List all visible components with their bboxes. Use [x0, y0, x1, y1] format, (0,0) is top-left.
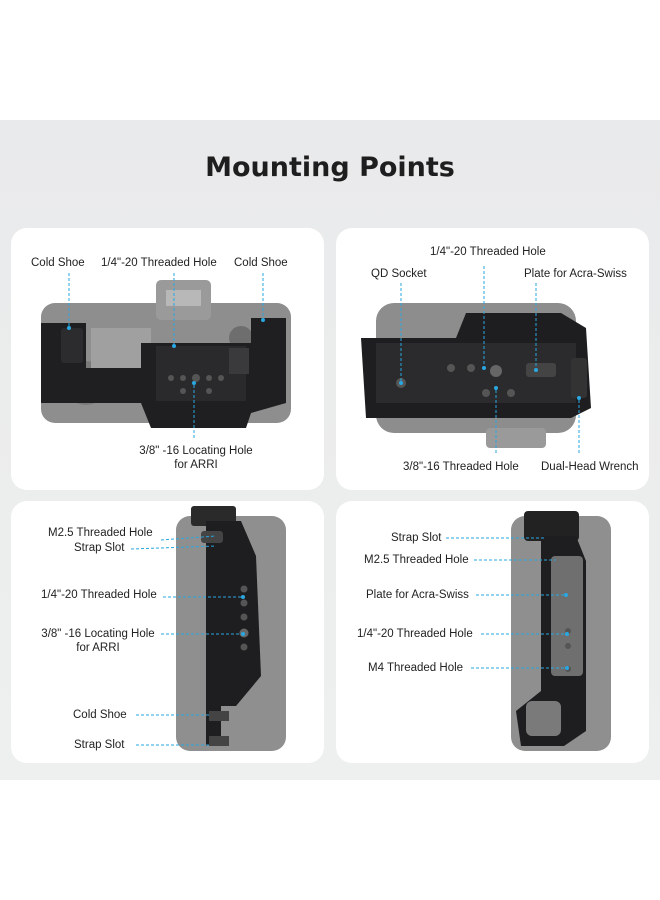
label-m25-hole: M2.5 Threaded Hole: [48, 527, 153, 539]
label-acra-swiss-plate: Plate for Acra-Swiss: [524, 268, 627, 280]
cage-front-illustration: [41, 273, 291, 438]
label-three-eighths-hole: 3/8"-16 Threaded Hole: [403, 461, 519, 473]
label-quarter-inch-hole: 1/4"-20 Threaded Hole: [101, 257, 217, 269]
label-arri-locating-hole: 3/8" -16 Locating Hole for ARRI: [41, 628, 155, 654]
label-strap-slot: Strap Slot: [391, 532, 442, 544]
label-cold-shoe-right: Cold Shoe: [234, 257, 288, 269]
page-title: Mounting Points: [205, 152, 455, 183]
label-arri-locating-hole: 3/8" -16 Locating Hole for ARRI: [139, 445, 253, 471]
label-strap-slot-top: Strap Slot: [74, 542, 125, 554]
panel-bottom-view: 1/4"-20 Threaded Hole QD Socket Plate fo…: [336, 228, 649, 490]
cage-left-side-illustration: [130, 506, 286, 751]
label-quarter-inch-hole: 1/4"-20 Threaded Hole: [41, 589, 157, 601]
panel-right-side-view: Strap Slot M2.5 Threaded Hole Plate for …: [336, 501, 649, 763]
label-m4-hole: M4 Threaded Hole: [368, 662, 464, 674]
label-acra-swiss-plate: Plate for Acra-Swiss: [366, 589, 469, 601]
label-cold-shoe-left: Cold Shoe: [31, 257, 85, 269]
label-strap-slot-bottom: Strap Slot: [74, 739, 125, 751]
panel-left-side-view: M2.5 Threaded Hole Strap Slot 1/4"-20 Th…: [11, 501, 324, 763]
panel-front-view: Cold Shoe 1/4"-20 Threaded Hole Cold Sho…: [11, 228, 324, 490]
label-quarter-inch-hole: 1/4"-20 Threaded Hole: [430, 246, 546, 258]
label-quarter-inch-hole: 1/4"-20 Threaded Hole: [357, 628, 473, 640]
label-qd-socket: QD Socket: [371, 268, 427, 280]
cage-right-side-illustration: [446, 511, 611, 751]
cage-bottom-illustration: [361, 266, 591, 453]
label-cold-shoe: Cold Shoe: [73, 709, 127, 721]
label-m25-hole: M2.5 Threaded Hole: [364, 554, 469, 566]
label-dual-head-wrench: Dual-Head Wrench: [541, 461, 639, 473]
